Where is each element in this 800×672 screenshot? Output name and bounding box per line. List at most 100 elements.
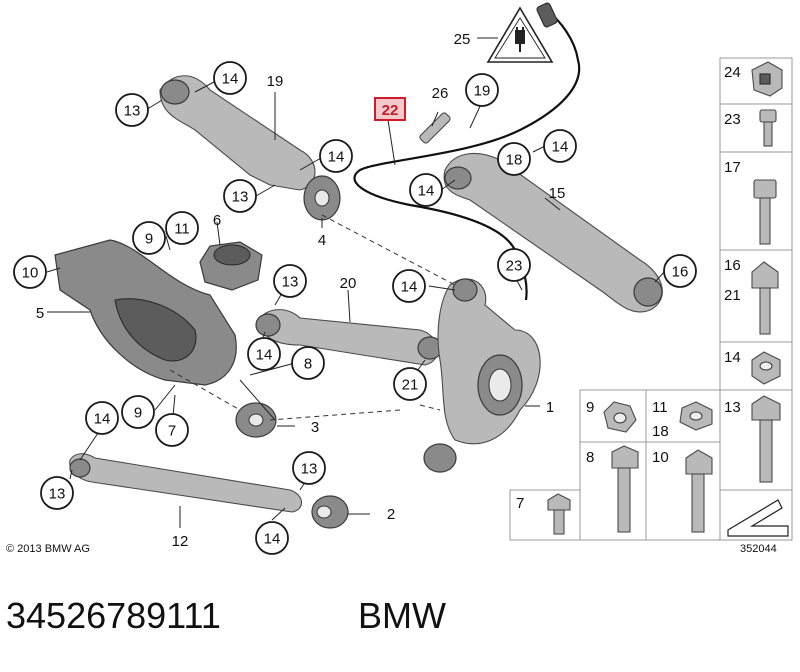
side-label-23: 23 [724,111,741,128]
svg-text:22: 22 [382,102,399,119]
brand-caption: BMW [358,595,446,636]
callout-label: 19 [474,83,491,100]
arm-15 [443,152,663,313]
track-rod-12 [69,453,303,513]
callout-14[interactable]: 14 [85,401,119,435]
callout-label: 18 [506,152,523,169]
bushing-3-hole [248,413,264,427]
label-6: 6 [213,212,221,229]
side-label-14: 14 [724,349,741,366]
sensor-connector [536,2,558,28]
side-label-9: 9 [586,399,594,416]
warning-triangle-icon [486,6,554,63]
label-4: 4 [318,232,326,249]
arm-20-bushing [255,313,281,337]
side-label-18: 18 [652,423,669,440]
callout-11[interactable]: 11 [165,211,199,245]
callout-label: 14 [222,71,239,88]
side-label-8: 8 [586,449,594,466]
callout-13[interactable]: 13 [40,476,74,510]
label-26: 26 [432,85,449,102]
plain-labels: 25 26 19 4 15 6 5 20 1 3 2 12 [36,31,566,550]
dashed-guide-4 [169,369,241,411]
callout-label: 14 [256,347,273,364]
side-label-17: 17 [724,159,741,176]
label-20: 20 [340,275,357,292]
side-label-10: 10 [652,449,669,466]
label-12: 12 [172,533,189,550]
mount-6-top [213,244,251,266]
callout-label: 10 [22,265,39,282]
nut-14-icon [751,351,781,385]
nut-9-icon [603,401,637,433]
bolt-13-icon [751,395,781,483]
label-25: 25 [454,31,471,48]
part-number-caption: 34526789111 [6,595,221,636]
carrier-lower-bushing [423,443,457,473]
callout-label: 11 [174,221,190,238]
washer-11-icon [679,401,713,431]
label-5: 5 [36,305,44,322]
callout-23[interactable]: 23 [497,248,531,282]
side-label-13: 13 [724,399,741,416]
label-15: 15 [549,185,566,202]
callout-label: 21 [402,377,419,394]
callout-14[interactable]: 14 [543,129,577,163]
callout-8[interactable]: 8 [291,346,325,380]
callout-13[interactable]: 13 [292,451,326,485]
callout-13[interactable]: 13 [115,93,149,127]
callout-label: 14 [328,149,345,166]
arm-19-bushing [160,79,190,105]
direction-arrow-icon [727,499,789,537]
callout-16[interactable]: 16 [663,254,697,288]
callout-14[interactable]: 14 [213,61,247,95]
callout-14[interactable]: 14 [319,139,353,173]
callout-label: 8 [304,356,312,373]
callout-13[interactable]: 13 [273,264,307,298]
callout-14[interactable]: 14 [392,269,426,303]
bolt-16-icon [751,261,779,335]
callout-label: 13 [232,189,249,206]
callout-10[interactable]: 10 [13,255,47,289]
bolt-8-icon [611,445,639,533]
callout-label: 13 [282,274,299,291]
callout-label: 14 [418,183,435,200]
bolt-7-icon [547,493,571,535]
side-label-11: 11 [652,399,668,416]
callout-label: 14 [552,139,569,156]
callout-14[interactable]: 14 [255,521,289,555]
callout-label: 14 [401,279,418,296]
label-1: 1 [546,399,554,416]
callout-14[interactable]: 14 [409,173,443,207]
callout-label: 9 [145,231,153,248]
wheel-carrier-top-bushing [452,278,478,302]
callout-9[interactable]: 9 [132,221,166,255]
dashed-guide-2 [419,404,441,411]
side-label-21: 21 [724,287,741,304]
hardware-panel: 24 23 17 16 21 14 9 11 18 13 8 10 7 [509,57,793,541]
callout-13[interactable]: 13 [223,179,257,213]
callout-21[interactable]: 21 [393,367,427,401]
side-label-7: 7 [516,495,524,512]
control-arm-5-inner [114,298,197,362]
callout-14[interactable]: 14 [247,337,281,371]
callout-19[interactable]: 19 [465,73,499,107]
label-3: 3 [311,419,319,436]
callout-label: 13 [124,103,141,120]
callout-18[interactable]: 18 [497,142,531,176]
highlighted-part-22[interactable]: 22 [374,97,406,121]
bolt-23-icon [759,109,777,147]
callout-label: 13 [301,461,318,478]
callout-label: 14 [264,531,281,548]
callout-9[interactable]: 9 [121,395,155,429]
arm-20 [257,309,439,366]
wheel-carrier-bore [488,368,512,402]
label-2: 2 [387,506,395,523]
side-label-24: 24 [724,64,741,81]
callout-label: 9 [134,405,142,422]
callout-7[interactable]: 7 [155,413,189,447]
callout-label: 16 [672,264,689,281]
clip-24-icon [751,61,783,97]
callout-label: 13 [49,486,66,503]
